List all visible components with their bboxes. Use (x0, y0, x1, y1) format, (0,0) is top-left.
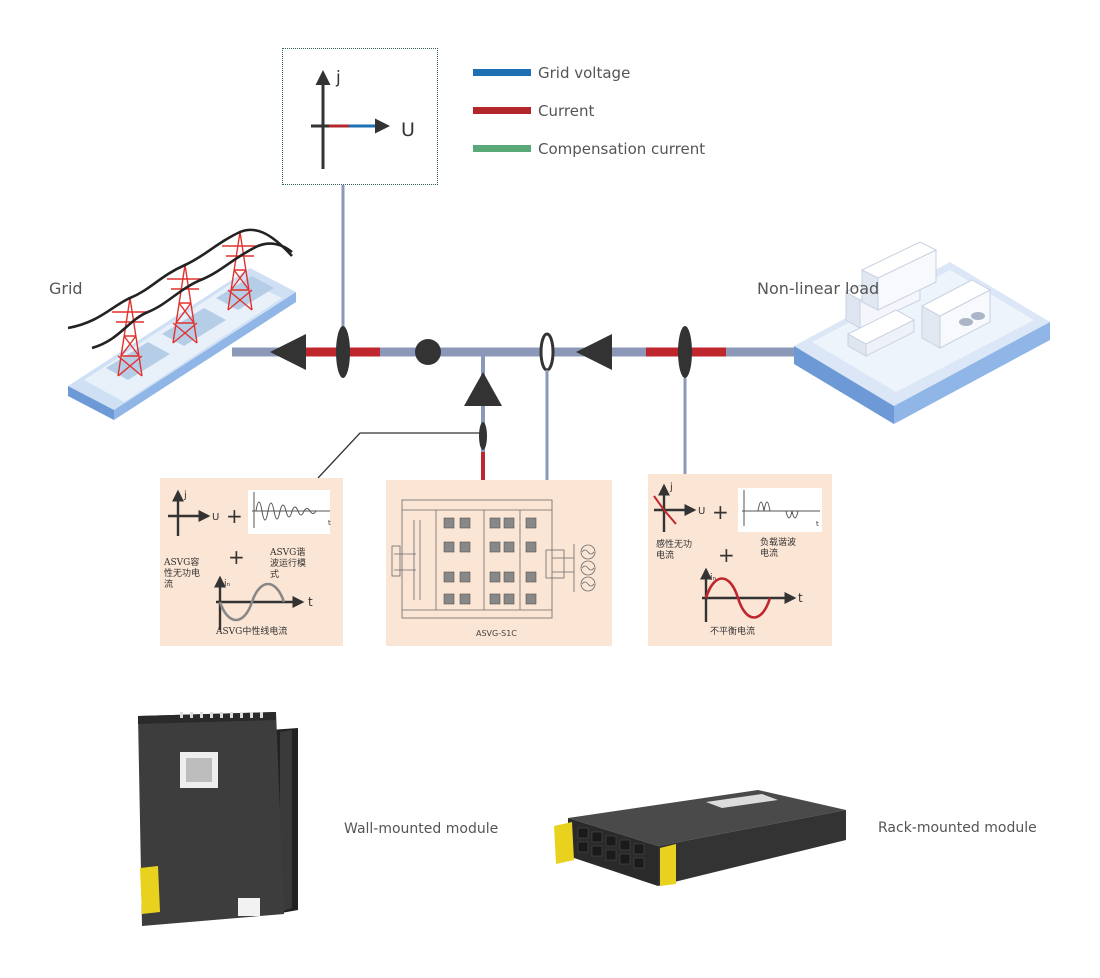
left-cn-harmonic: ASVG谐波运行模式 (270, 548, 307, 580)
right-plus-2: + (718, 543, 735, 567)
rack-mounted-module-image (554, 790, 846, 886)
flow-arrow-up (464, 372, 502, 406)
right-small-t: t (816, 520, 819, 528)
load-platform (794, 241, 1050, 424)
right-axis-j: j (669, 482, 673, 493)
right-axis-t: t (798, 591, 803, 605)
wall-module-label: Wall-mounted module (344, 821, 499, 837)
current-transformer-ring (539, 332, 555, 372)
phasor-label-j: j (335, 68, 341, 88)
load-label: Non-linear load (757, 279, 880, 298)
left-axis-in: iₙ (224, 579, 231, 589)
current-transformer-asvg (479, 422, 487, 450)
left-axis-u: U (212, 512, 219, 523)
legend-swatch-compensation-current (473, 145, 531, 152)
igbt-switches (443, 517, 537, 605)
legend-label-current: Current (538, 102, 595, 120)
left-plus-1: + (226, 504, 243, 528)
right-axis-in: iₙ (710, 573, 717, 583)
right-cn-load-harmonic: 负载谐波电流 (760, 538, 797, 559)
panel-asvg-circuit: ASVG-S1C (386, 480, 612, 646)
left-cn-neutral: ASVG中性线电流 (216, 627, 288, 637)
wiring-diagram (67, 185, 1050, 480)
phasor-diagram: j U (311, 68, 415, 169)
tower-2 (167, 264, 203, 344)
left-small-t: t (328, 519, 331, 527)
legend-swatch-current (473, 107, 531, 114)
tower-1 (112, 297, 148, 377)
bus-node (415, 339, 441, 365)
right-cn-inductive: 感性无功电流 (656, 540, 693, 561)
rack-module-label: Rack-mounted module (878, 820, 1037, 836)
grid-platform (68, 268, 296, 420)
circuit-caption: ASVG-S1C (476, 629, 517, 638)
left-axis-t: t (308, 595, 313, 609)
panel-asvg-compensation-graphics: j U + t + iₙ t (168, 489, 331, 630)
phasor-label-u: U (401, 119, 415, 141)
right-plus-1: + (712, 500, 729, 524)
legend-label-grid-voltage: Grid voltage (538, 64, 631, 82)
left-axis-j: j (183, 490, 187, 501)
phasor-diagram-box: j U (282, 48, 438, 185)
panel-load-current: j U + t + iₙ t 感性无功电流 负载谐波电流 不平衡电流 (648, 474, 832, 646)
asvg-ct-leader (317, 432, 483, 479)
wall-mounted-module-image (138, 712, 298, 926)
left-cn-capacitive: ASVG容性无功电流 (164, 558, 201, 590)
left-plus-2: + (228, 545, 245, 569)
legend-label-compensation-current: Compensation current (538, 140, 706, 158)
panel-load-current-graphics: j U + t + iₙ t (653, 482, 822, 622)
grid-label: Grid (49, 279, 83, 298)
asvg-circuit-schematic: ASVG-S1C (391, 499, 596, 638)
current-transformer-load (678, 326, 692, 378)
flow-arrow-load (576, 334, 612, 370)
tower-3 (222, 231, 258, 311)
power-lines (67, 228, 293, 350)
flow-arrow-left (270, 334, 306, 370)
right-cn-unbalance: 不平衡电流 (710, 627, 756, 637)
legend-swatch-grid-voltage (473, 69, 531, 76)
panel-asvg-compensation: j U + t + iₙ t ASVG容性无功电流 ASVG谐波运行模式 ASV… (160, 478, 343, 646)
right-axis-u: U (698, 506, 705, 517)
transmission-towers (112, 231, 258, 377)
current-transformer-grid (336, 326, 350, 378)
